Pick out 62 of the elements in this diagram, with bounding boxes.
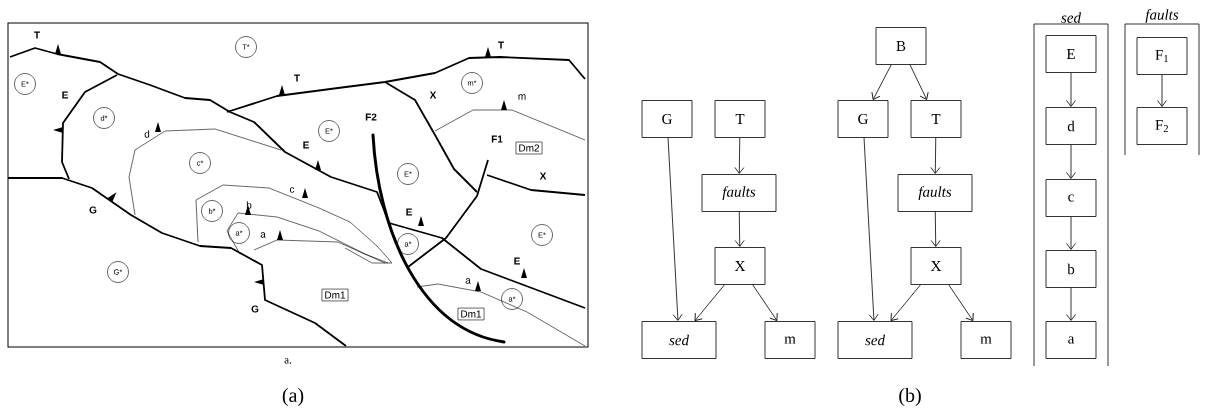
map-label-box: Dm1 [457, 307, 485, 321]
arrow [948, 284, 974, 321]
map-label: a [465, 278, 471, 284]
unit-box: X [910, 247, 962, 285]
arrow [734, 211, 745, 247]
map-label: G [251, 305, 259, 313]
arrow [1066, 287, 1076, 321]
caption: (a) [282, 387, 304, 407]
arrow [1066, 216, 1076, 250]
unit-box: m [960, 321, 1012, 359]
unit-box: F$_{1}$ [1136, 37, 1188, 75]
unit-box: T [910, 100, 962, 138]
arrow [1157, 74, 1167, 107]
map-label: E [406, 208, 412, 216]
unit-box: faults [897, 174, 973, 212]
map-label-box: Dm2 [515, 141, 543, 155]
arrow [909, 64, 929, 100]
unit-box: G [837, 100, 889, 138]
map-label: d [144, 130, 150, 138]
map-label: m [518, 94, 526, 100]
map-label: E [303, 141, 309, 149]
unit-box: m [764, 321, 816, 359]
arrow [667, 137, 683, 321]
unit-box: X [714, 247, 766, 285]
map-label: T [34, 31, 40, 39]
map-label: G [89, 206, 97, 214]
unit-box: T [714, 100, 766, 138]
arrow [752, 284, 778, 321]
unit-box: d [1045, 107, 1097, 145]
arrow [734, 137, 745, 174]
arrow [1066, 144, 1076, 179]
map-label: E [514, 257, 520, 265]
unit-box: c [1045, 179, 1097, 217]
unit-box: E [1045, 35, 1097, 73]
map-label: X [539, 172, 547, 180]
caption: a. [284, 358, 292, 364]
arrow [930, 211, 941, 247]
map-label: F1 [491, 135, 503, 143]
map-label: T [294, 74, 300, 82]
map-label: T [498, 41, 504, 49]
map-label-box: Dm1 [321, 288, 349, 302]
unit-box: sed [837, 321, 913, 359]
unit-box: faults [701, 174, 777, 212]
map-label: b [246, 201, 252, 209]
caption: (b) [899, 387, 921, 407]
unit-box: B [875, 27, 927, 65]
arrow [863, 137, 879, 321]
map-label: a [260, 232, 266, 238]
unit-box: b [1045, 250, 1097, 288]
map-label: E [62, 91, 68, 99]
map-label: F2 [365, 113, 377, 121]
unit-box: F$_{2}$ [1136, 107, 1188, 145]
arrow [890, 284, 921, 321]
arrow [694, 284, 725, 321]
map-label: c [289, 187, 295, 193]
arrow [871, 64, 892, 100]
arrow [1066, 72, 1076, 107]
unit-box: G [641, 100, 693, 138]
arrow [930, 137, 941, 174]
unit-box: sed [641, 321, 717, 359]
map-label: X [429, 91, 437, 99]
unit-box: a [1045, 321, 1097, 359]
